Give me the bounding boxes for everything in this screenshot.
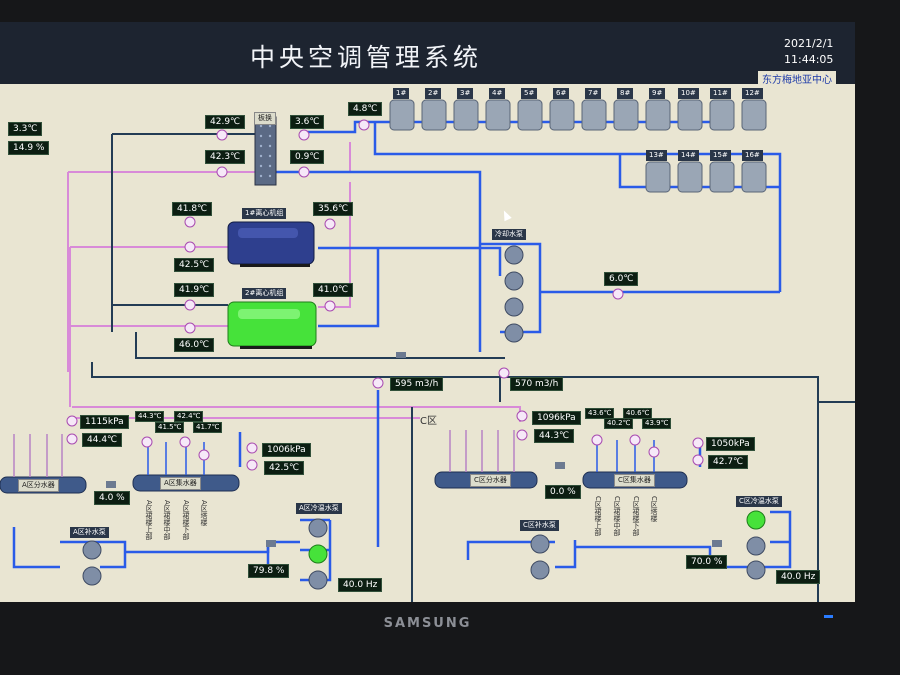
chiller1-out-temp: 42.5℃ [174, 258, 215, 272]
chiller-2-label: 2#离心机组 [242, 288, 287, 299]
zone-c-branch-name: C区裙楼上部 [594, 496, 602, 536]
zone-c-makeup-pump-label: C区补水泵 [520, 520, 559, 531]
zone-c-freq: 40.0 Hz [776, 570, 821, 584]
zone-a-supply-temp: 44.4℃ [82, 433, 123, 447]
zone-c-hot-pump-label: C区冷温水泵 [736, 496, 782, 507]
flow-left: 595 m3/h [390, 377, 444, 391]
chiller1-in-temp: 41.8℃ [172, 202, 213, 216]
chiller-1[interactable] [227, 221, 315, 267]
chiller-2[interactable] [227, 301, 317, 349]
tower-supply-temp: 4.8℃ [348, 102, 383, 116]
tower-label: 12# [742, 88, 763, 99]
zone-c-branch-name: C区裙楼中部 [613, 496, 621, 536]
zone-a-collector-label: A区分水器 [18, 479, 59, 492]
header-risers [13, 430, 515, 477]
zone-a-makeup-pump-label: A区补水泵 [70, 527, 109, 538]
zone-c-distributor-label: C区集水器 [614, 474, 655, 487]
date-display: 2021/2/1 [784, 37, 834, 50]
zone-a-branch-temp: 41.5℃ [155, 422, 185, 433]
zone-pumps [82, 518, 766, 590]
zone-c-supply-temp: 44.3℃ [534, 429, 575, 443]
zone-a-valve-pct: 4.0 % [94, 491, 130, 505]
sep-out-top-temp: 3.6℃ [290, 115, 325, 129]
sep-in-top-temp: 42.9℃ [205, 115, 246, 129]
tower-label: 2# [425, 88, 442, 99]
company-name: 东方梅地亚中心 [758, 71, 836, 86]
chiller-1-label: 1#离心机组 [242, 208, 287, 219]
zone-c-branch-temp: 40.2℃ [604, 418, 634, 429]
ambient-humidity: 14.9 % [8, 141, 50, 155]
tower-label: 11# [710, 88, 731, 99]
tower-label: 4# [489, 88, 506, 99]
time-display: 11:44:05 [784, 53, 834, 66]
zone-a-bypass-pct: 79.8 % [248, 564, 290, 578]
distributor-risers [147, 440, 655, 475]
zone-c-branch-name: C区裙楼下部 [632, 496, 640, 536]
zone-a-hot-pump-label: A区冷温水泵 [296, 503, 342, 514]
hot-water-pipes [67, 142, 521, 422]
zone-a-branch-name: A区裙楼中部 [163, 500, 171, 540]
control-valves [106, 352, 722, 547]
zone-a-return-temp: 42.5℃ [264, 461, 305, 475]
tower-label: 7# [585, 88, 602, 99]
monitor-brand-logo: SAMSUNG [383, 616, 472, 631]
tower-label: 6# [553, 88, 570, 99]
sep-out-bot-temp: 0.9℃ [290, 150, 325, 164]
sep-in-bot-temp: 42.3℃ [205, 150, 246, 164]
zone-a-branch-name: A区塔楼 [200, 500, 208, 526]
zone-c-valve-pct: 0.0 % [545, 485, 581, 499]
tower-label: 1# [393, 88, 410, 99]
tower-label: 13# [646, 150, 667, 161]
zone-a-branch-temp: 42.4℃ [174, 411, 204, 422]
tower-label: 9# [649, 88, 666, 99]
zone-a-return-pressure: 1006kPa [262, 443, 311, 457]
tower-label: 14# [678, 150, 699, 161]
chilled-water-pipes [12, 120, 792, 582]
zone-c-branch-temp: 43.6℃ [585, 408, 615, 419]
chiller2-out-temp: 46.0℃ [174, 338, 215, 352]
zone-c-return-pressure: 1050kPa [706, 437, 755, 451]
page-title: 中央空调管理系统 [250, 43, 483, 72]
zone-c-return-temp: 42.7℃ [708, 455, 749, 469]
tower-label: 3# [457, 88, 474, 99]
zone-a-freq: 40.0 Hz [338, 578, 383, 592]
zone-c-branch-name: C区塔楼 [650, 496, 658, 522]
cooling-return-temp: 6.0℃ [604, 272, 639, 286]
separator-label: 板换 [254, 112, 276, 125]
cooling-pump-label: 冷却水泵 [492, 229, 526, 240]
chiller2-in-temp: 41.9℃ [174, 283, 215, 297]
title-bar: 中央空调管理系统 2021/2/1 11:44:05 [0, 22, 855, 84]
ambient-temp: 3.3℃ [8, 122, 43, 136]
tower-label: 8# [617, 88, 634, 99]
running-pumps [308, 510, 766, 564]
scada-screen: 中央空调管理系统 2021/2/1 11:44:05 东方梅地亚中心 [0, 22, 855, 602]
zone-a-branch-name: A区裙楼下部 [182, 500, 190, 540]
zone-a-distributor-label: A区集水器 [160, 477, 201, 490]
tower-label: 16# [742, 150, 763, 161]
zone-c-branch-temp: 43.9℃ [642, 418, 672, 429]
zone-a-pressure: 1115kPa [80, 415, 129, 429]
zone-a-branch-temp: 44.3℃ [135, 411, 165, 422]
power-led-icon [824, 615, 833, 618]
tower-label: 10# [678, 88, 699, 99]
zone-c-title: C区 [420, 416, 437, 427]
zone-c-bypass-pct: 70.0 % [686, 555, 728, 569]
sensor-points [66, 119, 704, 471]
zone-c-collector-label: C区分水器 [470, 474, 511, 487]
cooling-pump-group [504, 245, 524, 343]
chiller2-right-temp: 41.0℃ [313, 283, 354, 297]
plate-heat-exchanger [254, 116, 277, 186]
zone-c-pressure: 1096kPa [532, 411, 581, 425]
return-pipes [91, 133, 855, 602]
zone-c-branch-temp: 40.6℃ [623, 408, 653, 419]
tower-label: 15# [710, 150, 731, 161]
chiller1-right-temp: 35.6℃ [313, 202, 354, 216]
pipe-diagram [0, 99, 855, 602]
tower-label: 5# [521, 88, 538, 99]
zone-a-branch-temp: 41.7℃ [193, 422, 223, 433]
flow-right: 570 m3/h [510, 377, 564, 391]
zone-a-branch-name: A区裙楼上部 [145, 500, 153, 540]
cooling-towers [389, 99, 767, 193]
